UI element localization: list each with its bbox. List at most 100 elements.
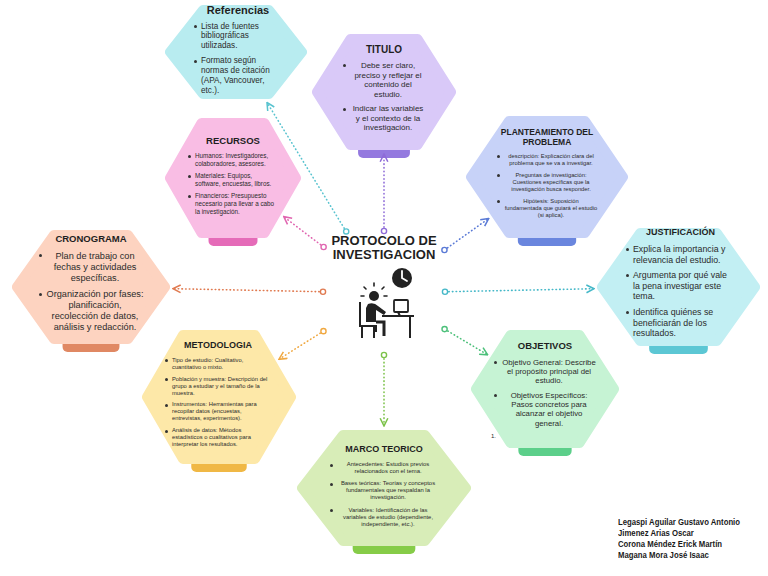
head-rays [361, 283, 387, 296]
connector-line [174, 289, 323, 292]
node-heading: PLANTEAMIENTO DEL PROBLEMA [496, 128, 598, 147]
dotted-connector [442, 327, 487, 355]
hexagon-node: PLANTEAMIENTO DEL PROBLEMA descripción: E… [466, 116, 628, 246]
node-heading: Referencias [193, 4, 283, 16]
clock-face [392, 268, 412, 288]
connector-line [445, 289, 593, 292]
connector-dot [320, 289, 325, 294]
connector-dot [442, 247, 447, 252]
bullet-text: Objetivo General: Describe el propósito … [493, 358, 597, 386]
hexagon-node: OBJETIVOS Objetivo General: Describe el p… [471, 330, 619, 456]
connector-dot [442, 327, 447, 332]
bullet-text: Indicar las variables y el contexto de l… [342, 104, 426, 133]
worker-icon [340, 262, 426, 348]
bullet-text: Financieros: Presupuesto necesario para … [187, 192, 279, 215]
clock-hands [402, 271, 407, 281]
bullet-text: Hipótesis: Suposición fundamentada que g… [496, 198, 598, 219]
chair [360, 302, 376, 338]
node-heading: PROTOCOLO DE INVESTIGACION [326, 234, 442, 263]
author-name: Legaspi Aguilar Gustavo Antonio [618, 517, 740, 527]
bullet-text: Análisis de datos: Métodos estadísticos … [164, 427, 272, 448]
node-heading: METODOLOGIA [164, 341, 272, 351]
bullet-text: Variables: Identificación de las variabl… [329, 507, 439, 528]
dotted-connector [381, 155, 386, 234]
hexagon-shape [165, 5, 307, 107]
bullet-text: Instrumentos: Herramientas para recopila… [164, 401, 272, 422]
connector-line [280, 331, 324, 359]
hexagon-fill [476, 335, 614, 443]
hexagon-node: RECURSOS Humanos: Investigadores, colabor… [165, 118, 301, 246]
node-heading: RECURSOS [187, 136, 279, 146]
bullet-text: Humanos: Investigadores, colaboradores, … [187, 152, 279, 167]
hexagon-node: CRONOGRAMA Plan de trabajo con fechas y a… [12, 230, 170, 352]
node-content: JUSTIFICACIÓN Explica la importancia y re… [597, 228, 760, 346]
person-body [366, 303, 386, 322]
node-heading: JUSTIFICACIÓN [625, 228, 736, 238]
connector-line [445, 329, 487, 354]
node-heading: TITULO [342, 44, 426, 55]
dotted-connector [381, 352, 386, 425]
hexagon-node: METODOLOGIA Tipo de estudio: Cualitativo,… [142, 330, 296, 472]
person-head [369, 291, 379, 301]
bullet-text: Explica la importancia y relevancia del … [625, 244, 736, 265]
bullet-text: Objetivos Específicos: Pasos concretos p… [493, 391, 597, 428]
central-topic: PROTOCOLO DE INVESTIGACION [326, 234, 442, 352]
connector-dot [381, 352, 386, 357]
dotted-connector [280, 329, 326, 359]
bullet-text: Bases teóricas: Teorías y conceptos fund… [329, 480, 439, 501]
node-content: CRONOGRAMA Plan de trabajo con fechas y a… [12, 230, 170, 344]
author-name: Jimenez Arias Oscar [618, 528, 694, 538]
author-name: Magana Mora José Isaac [618, 550, 709, 560]
connector-dot [321, 244, 326, 249]
hexagon-fill [147, 335, 291, 459]
list-number: 1. [491, 433, 496, 439]
hexagon-fill [17, 235, 165, 339]
connector-line [383, 355, 385, 425]
node-content: TITULO Debe ser claro, preciso y reflejar… [312, 34, 456, 150]
node-heading: OBJETIVOS [493, 341, 597, 351]
bullet-text: descripción: Explicación clara del probl… [496, 153, 598, 167]
bullet-text: Población y muestra: Descripción del gru… [164, 376, 272, 397]
bullet-text: Tipo de estudio: Cualitativo, cuantitati… [164, 357, 272, 371]
connector-line [383, 155, 385, 231]
desk [382, 312, 414, 338]
node-content: PLANTEAMIENTO DEL PROBLEMA descripción: E… [466, 116, 628, 238]
node-heading: MARCO TEORICO [329, 445, 439, 455]
author-name: Corona Méndez Erick Martín [618, 539, 722, 549]
hexagon-node: ReferenciasLista de fuentes bibliográfic… [165, 5, 307, 107]
node-heading: CRONOGRAMA [38, 234, 144, 244]
bullet-text: Lista de fuentes bibliográficas utilizad… [193, 22, 283, 52]
bullet-text: Materiales: Equipos, software, encuestas… [187, 172, 279, 187]
person-legs [376, 322, 384, 336]
bullet-text: Antecedentes: Estudios previos relaciona… [329, 461, 439, 475]
connector-dot [321, 329, 326, 334]
dotted-connector [442, 289, 593, 295]
hexagon-fill [471, 121, 623, 233]
bullet-text: Preguntas de investigación: Cuestiones e… [496, 172, 598, 193]
hexagon-fill [302, 435, 466, 541]
bullet-text: Identifica quiénes se beneficiarán de lo… [625, 307, 736, 339]
node-content: RECURSOS Humanos: Investigadores, colabor… [165, 118, 301, 238]
bullet-text: Argumenta por qué vale la pena investiga… [625, 270, 736, 302]
bullet-text: Formato según normas de citación (APA, V… [193, 56, 283, 95]
node-content: ReferenciasLista de fuentes bibliográfic… [165, 5, 307, 99]
bullet-text: Debe ser claro, preciso y reflejar el co… [342, 61, 426, 99]
dotted-connector [442, 219, 488, 253]
hexagon-node: TITULO Debe ser claro, preciso y reflejar… [312, 34, 456, 158]
dotted-connector [284, 217, 326, 249]
hexagon-fill [170, 123, 296, 233]
connector-dot [381, 228, 386, 233]
hexagon-node: JUSTIFICACIÓN Explica la importancia y re… [597, 228, 760, 354]
connector-dot [442, 289, 447, 294]
node-content: METODOLOGIA Tipo de estudio: Cualitativo,… [142, 330, 296, 464]
hexagon-node: MARCO TEORICO Antecedentes: Estudios prev… [297, 430, 471, 554]
node-content: PROTOCOLO DE INVESTIGACION [326, 234, 442, 352]
node-content: OBJETIVOS Objetivo General: Describe el p… [471, 330, 619, 448]
bullet-text: Plan de trabajo con fechas y actividades… [38, 251, 144, 284]
connector-line [284, 217, 323, 247]
hexagon-fill [317, 39, 451, 145]
monitor [394, 300, 408, 312]
hexagon-fill [602, 233, 755, 341]
hexagon-shape [142, 330, 296, 472]
